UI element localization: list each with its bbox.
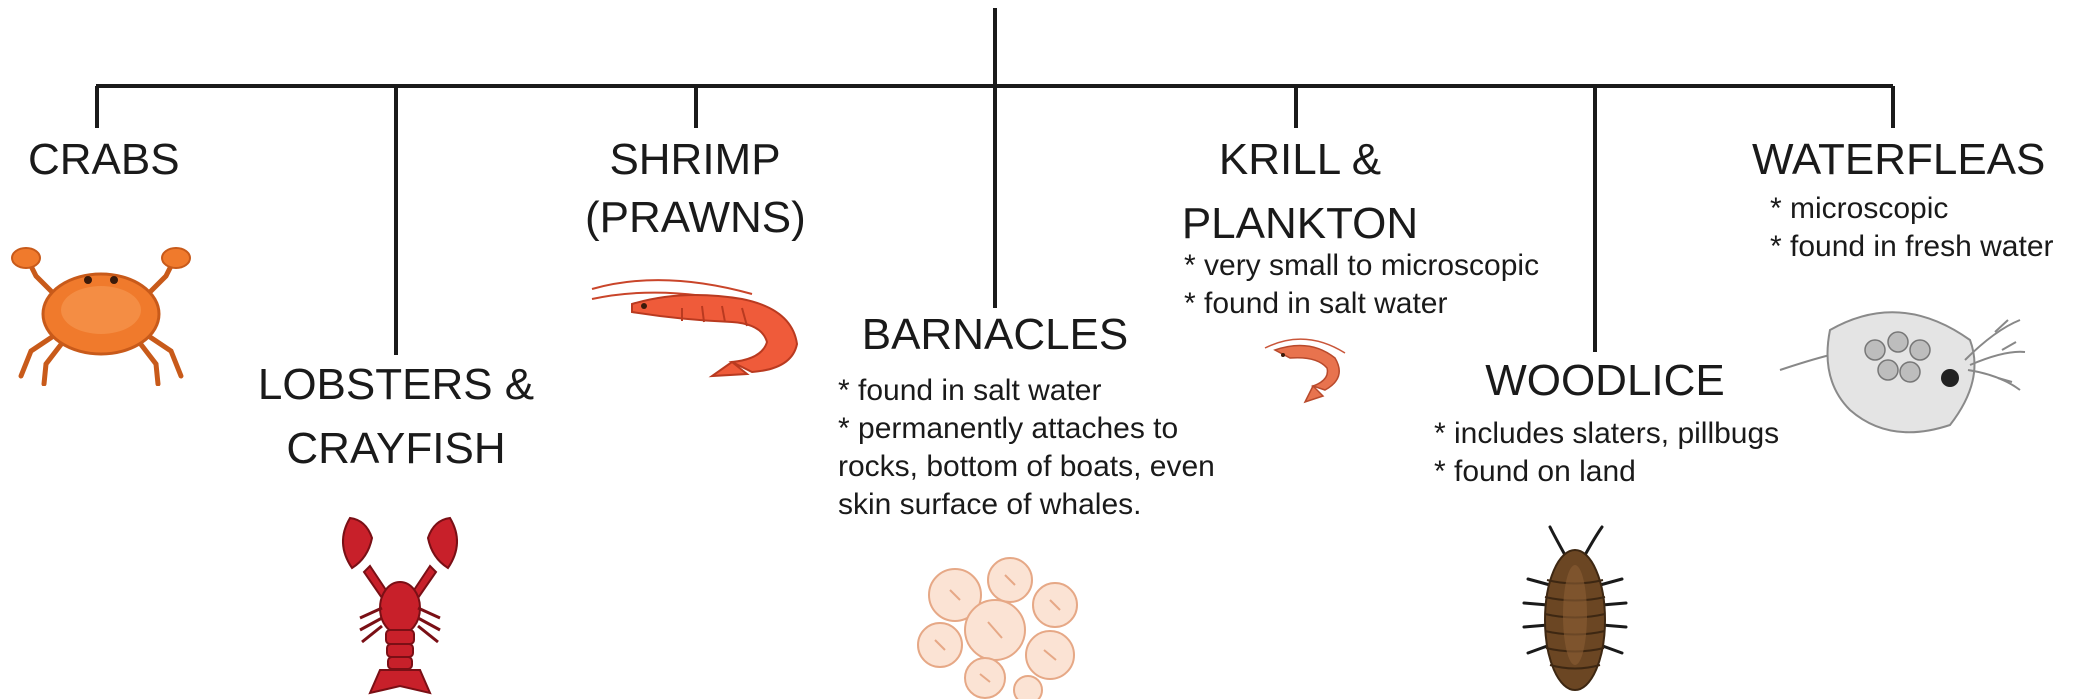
waterfleas-notes: * microscopic * found in fresh water [1770,190,2054,266]
barnacles-title: BARNACLES [845,310,1145,360]
krill-title: KRILL & PLANKTON [1180,135,1420,249]
lobsters-title: LOBSTERS & CRAYFISH [246,360,546,474]
crabs-title-line: CRABS [28,135,168,185]
barnacles-note-3: rocks, bottom of boats, even [838,448,1215,486]
shrimp-title-line-1: SHRIMP [585,135,805,185]
waterfleas-note-2: * found in fresh water [1770,228,2054,266]
waterfleas-note-1: * microscopic [1770,190,2054,228]
shrimp-title: SHRIMP (PRAWNS) [585,135,805,243]
lobsters-title-line-2: CRAYFISH [246,424,546,474]
shrimp-title-line-2: (PRAWNS) [585,193,805,243]
crabs-title: CRABS [28,135,168,185]
krill-icon [1255,328,1355,408]
barnacles-note-1: * found in salt water [838,372,1215,410]
waterfleas-title: WATERFLEAS [1752,135,2032,185]
krill-note-2: * found in salt water [1184,285,1539,323]
woodlice-note-1: * includes slaters, pillbugs [1434,415,1779,453]
crab-icon [6,236,196,386]
shrimp-icon [582,264,812,379]
woodlouse-icon [1510,525,1640,699]
woodlice-note-2: * found on land [1434,453,1779,491]
barnacles-note-2: * permanently attaches to [838,410,1215,448]
woodlice-title: WOODLICE [1465,356,1745,406]
barnacles-title-line: BARNACLES [845,310,1145,360]
barnacles-note-4: skin surface of whales. [838,486,1215,524]
krill-title-line-1: KRILL & [1180,135,1420,185]
barnacles-icon [910,550,1090,699]
barnacles-notes: * found in salt water * permanently atta… [838,372,1215,524]
lobsters-title-line-1: LOBSTERS & [246,360,546,410]
woodlice-title-line: WOODLICE [1465,356,1745,406]
krill-title-line-2: PLANKTON [1180,199,1420,249]
waterflea-icon [1770,290,2030,450]
woodlice-notes: * includes slaters, pillbugs * found on … [1434,415,1779,491]
krill-notes: * very small to microscopic * found in s… [1184,247,1539,323]
krill-note-1: * very small to microscopic [1184,247,1539,285]
waterfleas-title-line: WATERFLEAS [1752,135,2032,185]
lobster-icon [330,508,470,698]
